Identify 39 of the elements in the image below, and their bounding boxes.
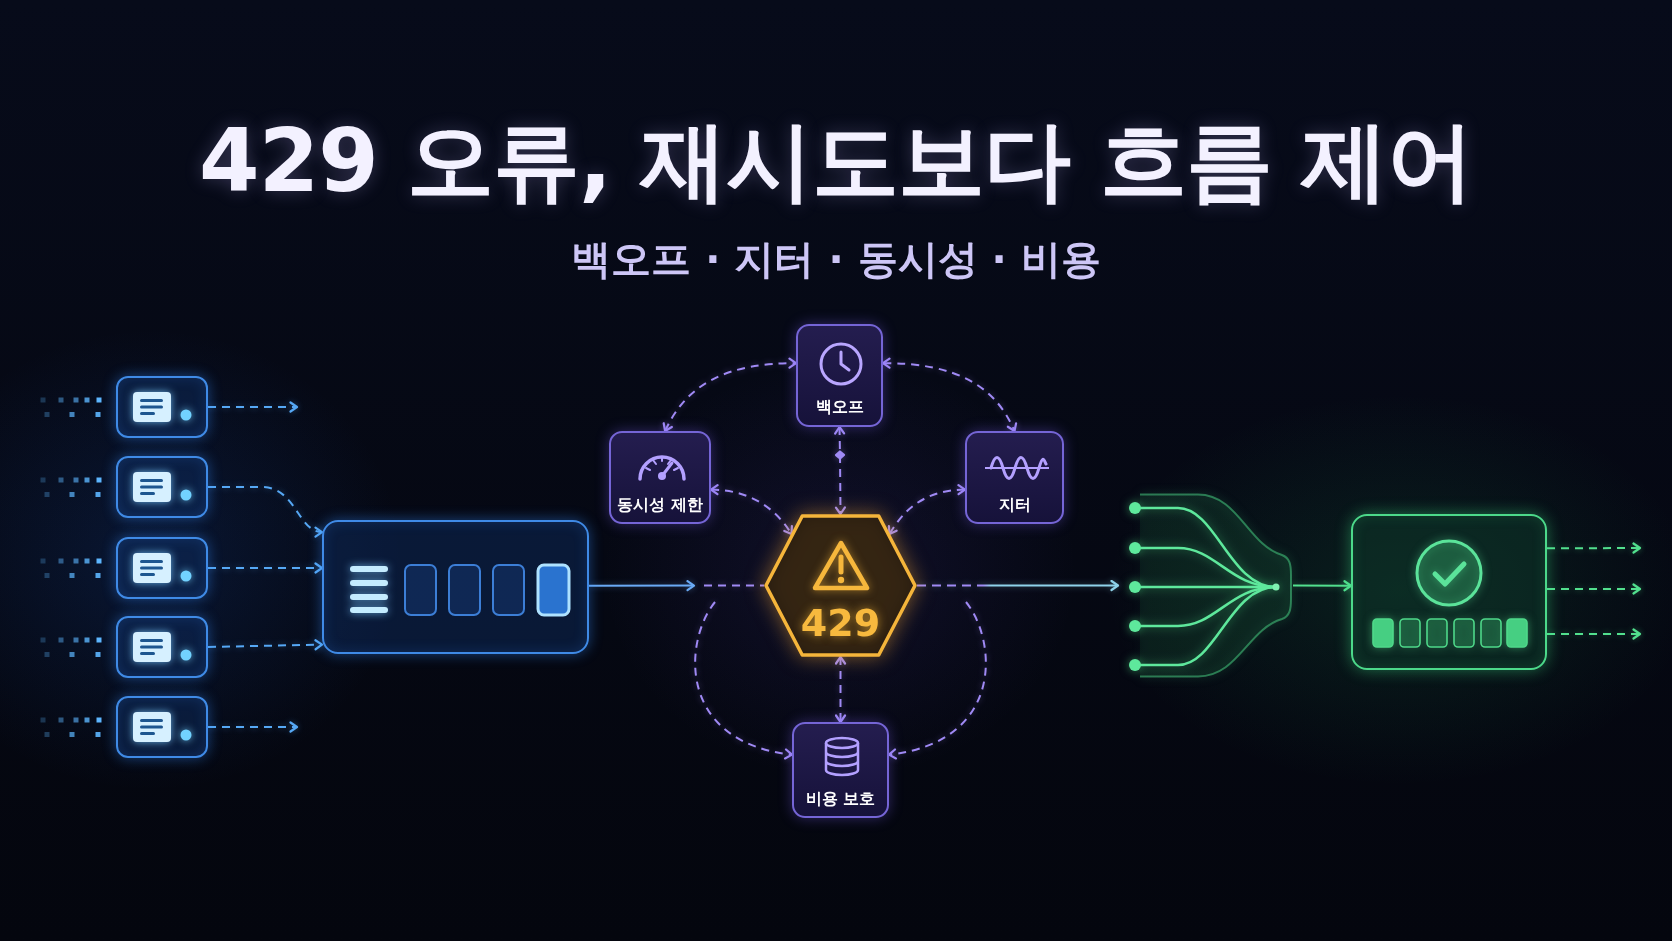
- request-card: [116, 616, 208, 678]
- error-hexagon: [764, 514, 917, 657]
- error-code: 429: [800, 601, 881, 645]
- strategy-card: [796, 324, 883, 427]
- dashed-arrow: [1546, 542, 1642, 554]
- title: 429 오류, 재시도보다 흐름 제어: [199, 109, 1473, 214]
- arrow: [1292, 580, 1353, 592]
- card-label: 동시성 제한: [617, 495, 703, 515]
- dashed-arrow: [887, 601, 987, 759]
- dashed-arrow: [207, 639, 324, 651]
- dashed-arrow: [709, 484, 793, 536]
- dashed-arrow: [881, 357, 1017, 433]
- arrow: [916, 579, 1120, 592]
- success-panel: [1351, 514, 1547, 670]
- dashed-arrow: [207, 562, 324, 574]
- dashed-arrow: [694, 601, 794, 759]
- dashed-arrow: [888, 484, 967, 536]
- card-label: 백오프: [815, 397, 864, 417]
- request-card: [116, 456, 208, 518]
- request-card: [116, 696, 208, 758]
- strategy-card: [965, 431, 1064, 524]
- dashed-arrow: [1546, 583, 1642, 595]
- card-label: 비용 보호: [805, 789, 876, 809]
- dashed-arrow: [207, 401, 299, 413]
- dashed-arrow: [1546, 628, 1642, 640]
- dashed-arrow: [207, 486, 324, 537]
- arrow: [588, 580, 696, 592]
- request-card: [116, 537, 208, 599]
- dashed-arrow: [834, 426, 846, 515]
- dashed-line: [703, 584, 765, 587]
- dashed-arrow: [834, 655, 847, 724]
- request-card: [116, 376, 208, 438]
- dashed-arrow: [662, 357, 798, 433]
- card-label: 지터: [998, 495, 1031, 515]
- dashed-arrow: [207, 721, 299, 733]
- queue-panel: [322, 520, 589, 654]
- strategy-card: [792, 722, 889, 818]
- strategy-card: [609, 431, 711, 524]
- subtitle: 백오프 · 지터 · 동시성 · 비용: [571, 235, 1101, 284]
